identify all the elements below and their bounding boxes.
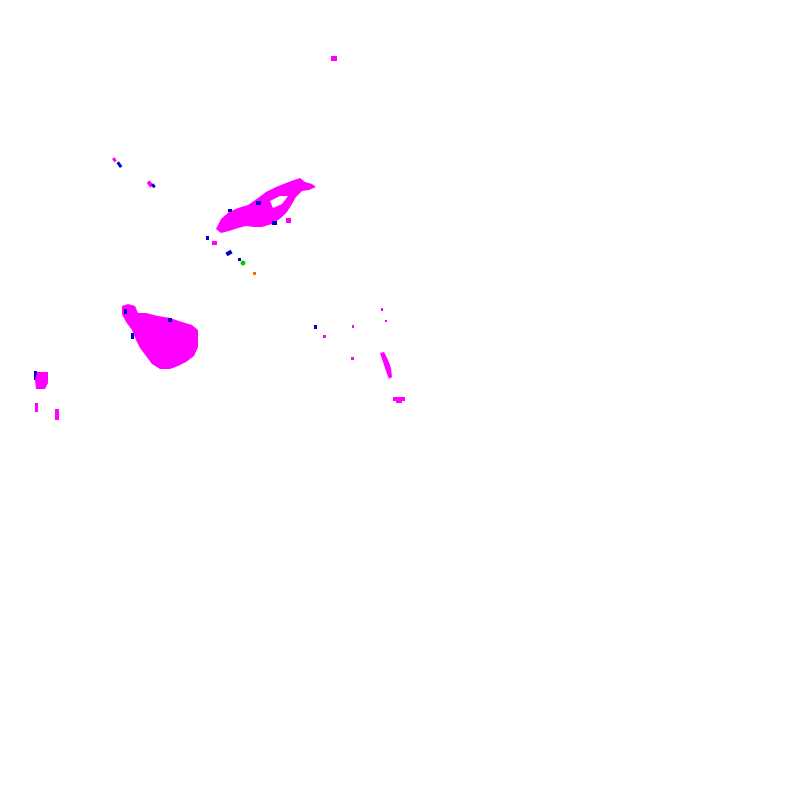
echo-blob-west — [122, 304, 198, 369]
echo-cell — [381, 308, 383, 311]
echo-blob-main — [122, 304, 198, 369]
echo-cell — [238, 258, 241, 261]
echo-cell — [35, 403, 38, 412]
echo-band-main — [216, 178, 316, 233]
echo-cell — [35, 372, 48, 389]
echo-cell — [55, 409, 59, 420]
echo-cell — [286, 218, 291, 223]
echo-cell — [225, 249, 233, 257]
echo-cell — [385, 320, 387, 322]
echo-cluster-far-west — [34, 371, 59, 420]
echo-cell — [228, 209, 232, 212]
echo-band-notch — [270, 196, 288, 208]
echo-streak — [380, 352, 392, 379]
echo-cell-green — [240, 260, 246, 266]
echo-cell — [168, 318, 172, 322]
echo-cell — [352, 325, 354, 328]
echo-cell — [396, 400, 402, 403]
echo-cell — [116, 161, 123, 169]
echo-cell — [131, 333, 134, 339]
echo-cluster-upper-left — [112, 157, 156, 189]
echo-cell-top — [331, 56, 337, 61]
echo-cell — [34, 371, 37, 380]
echo-cell — [256, 201, 261, 205]
echo-cell — [112, 157, 117, 163]
echo-band-north — [206, 178, 316, 275]
echo-cell — [151, 183, 156, 189]
echo-cell — [314, 325, 317, 329]
echo-cell — [272, 221, 277, 225]
echo-cell — [206, 236, 209, 240]
echo-cell — [393, 397, 405, 401]
echo-cell — [351, 357, 354, 360]
echo-cell — [323, 335, 326, 338]
echo-cell — [212, 241, 217, 245]
echo-cell — [124, 309, 127, 314]
echo-cell-orange — [253, 272, 256, 275]
echo-cluster-central — [314, 308, 405, 403]
